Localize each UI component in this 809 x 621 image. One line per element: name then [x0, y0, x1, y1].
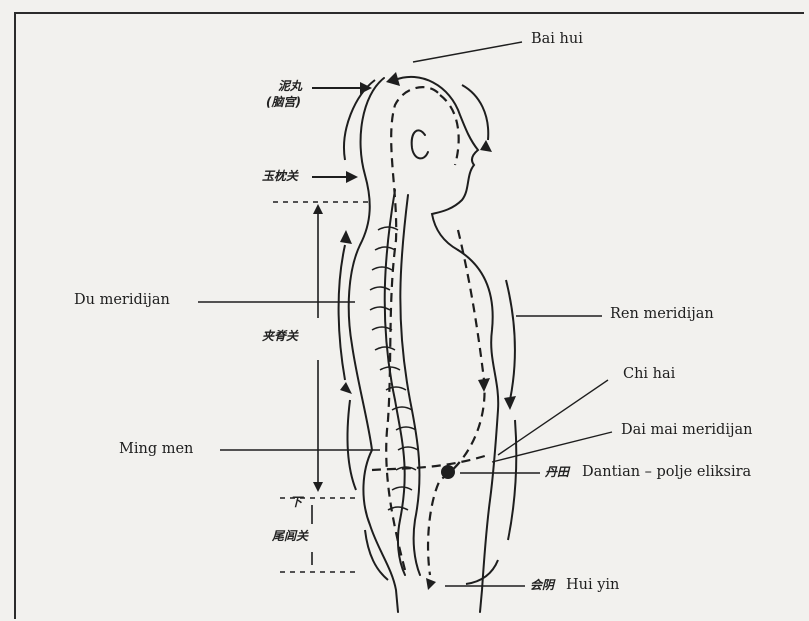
cjk-dantian: 丹田	[545, 466, 569, 480]
label-ren-meridijan: Ren meridijan	[610, 307, 714, 322]
label-dai-mai-meridijan: Dai mai meridijan	[621, 423, 752, 438]
leader-lines	[198, 42, 612, 586]
arrowhead	[386, 72, 400, 86]
cjk-yuzhen: 玉枕关	[262, 170, 298, 184]
cjk-huiyin: 会阴	[530, 579, 554, 593]
cjk-xia: 下	[290, 496, 302, 510]
label-chi-hai: Chi hai	[623, 367, 675, 382]
dimension-brackets	[273, 202, 372, 572]
arrowhead	[504, 396, 516, 410]
label-dantian: Dantian – polje eliksira	[582, 465, 751, 480]
ear-outline	[412, 130, 428, 158]
arrowhead	[340, 230, 352, 244]
energy-circulation-path	[372, 87, 488, 575]
arrowhead	[478, 378, 490, 392]
label-hui-yin: Hui yin	[566, 578, 619, 593]
label-ming-men: Ming men	[119, 442, 193, 457]
cjk-weilu: 尾闾关	[272, 530, 308, 544]
cjk-niwan-sub: (脑宫)	[266, 96, 301, 110]
arrowhead	[346, 171, 358, 183]
head-front-outline	[395, 77, 478, 250]
label-bai-hui: Bai hui	[531, 32, 583, 47]
arrowhead	[313, 482, 323, 492]
arrowhead	[480, 140, 492, 152]
cjk-niwan: 泥丸	[278, 80, 302, 94]
spine-outline-inner	[400, 195, 420, 575]
dantian-point	[441, 465, 455, 479]
arrowhead	[313, 204, 323, 214]
label-du-meridijan: Du meridijan	[74, 293, 170, 308]
arrowhead	[340, 382, 352, 394]
arrowhead	[426, 578, 436, 590]
cjk-jiaji: 夹脊关	[262, 330, 298, 344]
